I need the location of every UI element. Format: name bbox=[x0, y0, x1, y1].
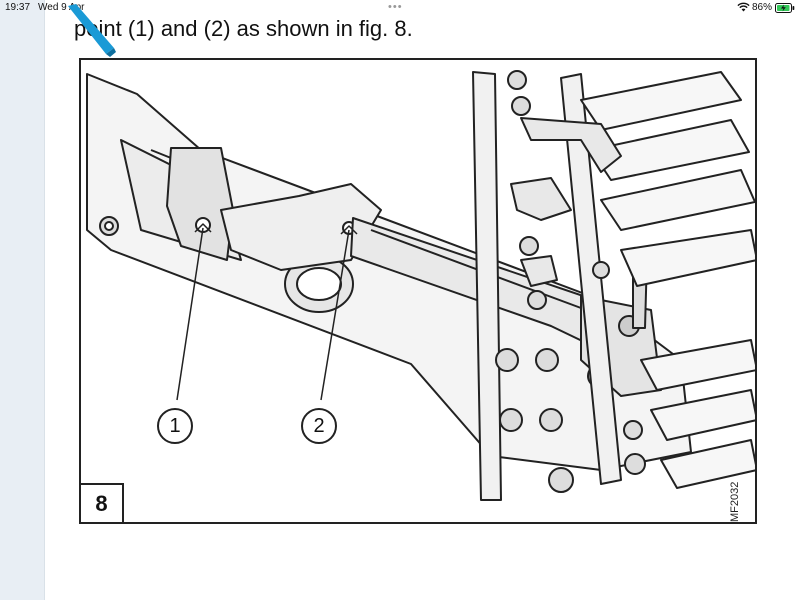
pencil-cursor-icon[interactable] bbox=[64, 4, 124, 63]
technical-figure: 1 2 8 MF2032 bbox=[79, 58, 757, 524]
status-date: Wed 9 Apr bbox=[38, 2, 85, 13]
instruction-text: point (1) and (2) as shown in fig. 8. bbox=[74, 16, 413, 41]
figure-number: 8 bbox=[81, 483, 124, 522]
callout-1: 1 bbox=[157, 408, 193, 444]
battery-percent: 86% bbox=[752, 2, 773, 13]
wifi-icon bbox=[737, 2, 750, 15]
left-sidebar-strip bbox=[0, 0, 45, 600]
status-bar: 19:37 Wed 9 Apr ••• 86% bbox=[0, 0, 800, 16]
callout-2: 2 bbox=[301, 408, 337, 444]
multitasking-dots[interactable]: ••• bbox=[388, 1, 403, 13]
status-time: 19:37 bbox=[5, 2, 31, 13]
figure-code: MF2032 bbox=[729, 481, 741, 522]
battery-charging-icon bbox=[775, 3, 795, 16]
mower-drive-illustration bbox=[86, 70, 755, 501]
